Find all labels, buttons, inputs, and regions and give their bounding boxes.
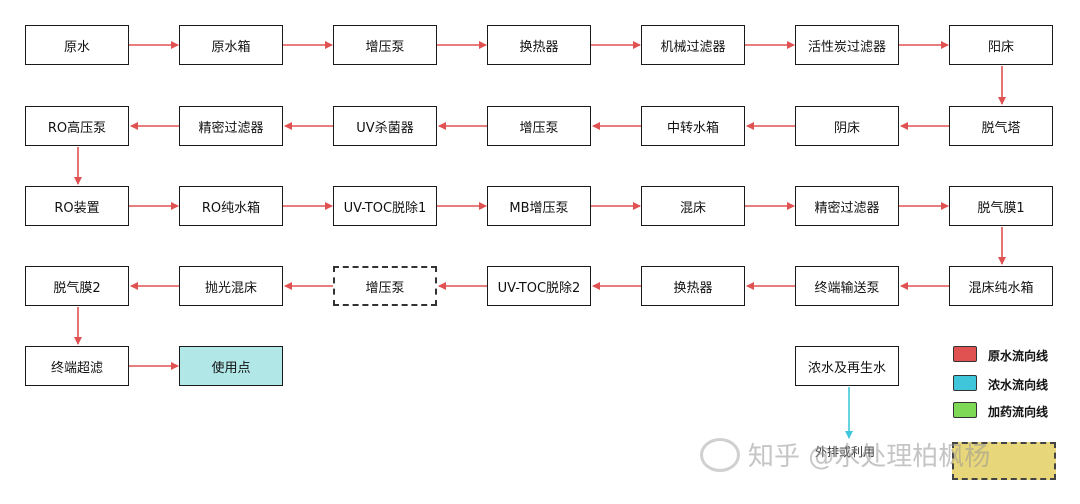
node-mechanical-filter: 机械过滤器 (641, 25, 745, 65)
node-terminal-uf: 终端超滤 (25, 346, 129, 386)
node-booster-pump-3: 增压泵 (333, 266, 437, 306)
legend-concentrate-label: 浓水流向线 (988, 378, 1049, 392)
node-raw-water: 原水 (25, 25, 129, 65)
node-anion-bed: 阴床 (795, 106, 899, 146)
legend-raw-label: 原水流向线 (988, 349, 1049, 363)
node-degas-membrane-1: 脱气膜1 (949, 186, 1053, 226)
node-ro-unit: RO装置 (25, 186, 129, 226)
node-precision-filter-1: 精密过滤器 (179, 106, 283, 146)
node-activated-carbon-filter: 活性炭过滤器 (795, 25, 899, 65)
node-point-of-use: 使用点 (179, 346, 283, 386)
node-polishing-mixed-bed: 抛光混床 (179, 266, 283, 306)
node-uv-sterilizer: UV杀菌器 (333, 106, 437, 146)
node-booster-pump-2: 增压泵 (487, 106, 591, 146)
legend-dosing-swatch (953, 402, 977, 418)
legend-concentrate-swatch (953, 375, 977, 391)
node-terminal-pump: 终端输送泵 (795, 266, 899, 306)
node-mixed-bed: 混床 (641, 186, 745, 226)
node-degas-membrane-2: 脱气膜2 (25, 266, 129, 306)
node-concentrate-regen: 浓水及再生水 (795, 346, 899, 386)
node-cation-bed: 阳床 (949, 25, 1053, 65)
node-mixed-bed-pure-tank: 混床纯水箱 (949, 266, 1053, 306)
node-intermediate-tank: 中转水箱 (641, 106, 745, 146)
legend-raw-swatch (953, 346, 977, 362)
node-degassing-tower: 脱气塔 (949, 106, 1053, 146)
node-uv-toc-2: UV-TOC脱除2 (487, 266, 591, 306)
node-heat-exchanger-1: 换热器 (487, 25, 591, 65)
legend-dosing-label: 加药流向线 (988, 405, 1049, 419)
node-heat-exchanger-2: 换热器 (641, 266, 745, 306)
watermark: 知乎 @水处理柏枫杨 (700, 436, 990, 473)
dosing-box (952, 442, 1056, 480)
node-precision-filter-2: 精密过滤器 (795, 186, 899, 226)
node-ro-hp-pump: RO高压泵 (25, 106, 129, 146)
discharge-label: 外排或利用 (815, 445, 876, 459)
node-uv-toc-1: UV-TOC脱除1 (333, 186, 437, 226)
node-booster-pump-1: 增压泵 (333, 25, 437, 65)
watermark-text: 知乎 @水处理柏枫杨 (748, 442, 991, 472)
node-mb-booster-pump: MB增压泵 (487, 186, 591, 226)
node-ro-pure-tank: RO纯水箱 (179, 186, 283, 226)
node-raw-water-tank: 原水箱 (179, 25, 283, 65)
chat-bubble-icon (700, 437, 740, 472)
